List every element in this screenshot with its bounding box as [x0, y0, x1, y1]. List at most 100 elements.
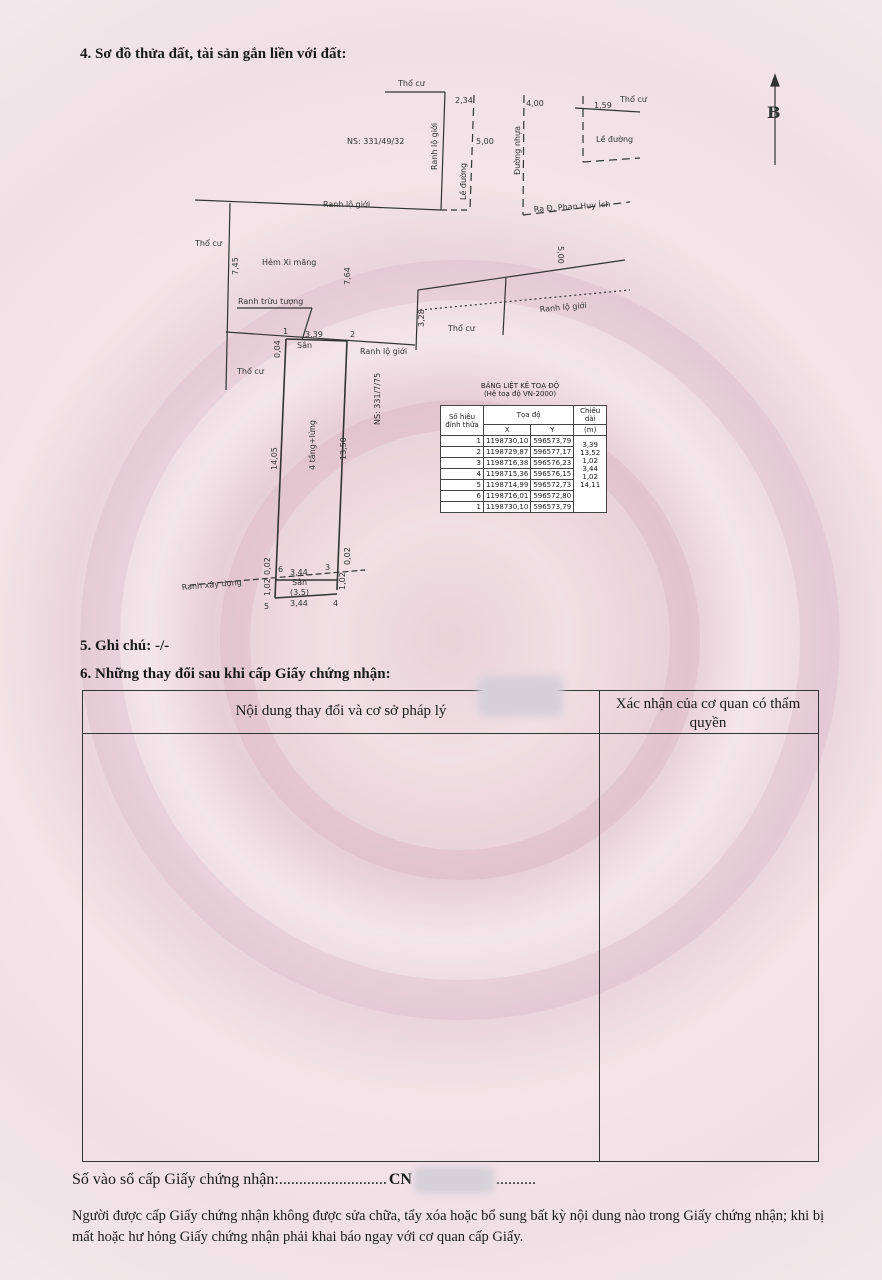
dim: 5,00 — [556, 246, 565, 264]
coord-table-caption: BẢNG LIỆT KÊ TOẠ ĐỘ (Hệ toạ độ VN-2000) — [440, 382, 600, 398]
point-label: 3 — [325, 563, 330, 572]
land-plot-diagram: B Thổ cư Thổ cư Thổ cư Thổ cư Thổ cư NS:… — [181, 73, 781, 611]
coord-table-title: BẢNG LIỆT KÊ TOẠ ĐỘ — [480, 382, 560, 390]
changes-col-confirmation: Xác nhận của cơ quan có thẩm quyền — [615, 696, 801, 731]
point-label: 1 — [283, 327, 288, 336]
redacted-area — [478, 676, 563, 716]
dim: 0,02 — [343, 547, 352, 565]
section-5-title: 5. Ghi chú: -/- — [80, 638, 170, 654]
label-tho-cu: Thổ cư — [236, 366, 265, 376]
dim: 3,28 — [417, 309, 426, 327]
cell-y: 596573,79 — [530, 435, 575, 447]
dim: 2,34 — [455, 96, 473, 105]
cell-y: 596577,17 — [530, 446, 575, 458]
dim: 0,04 — [273, 340, 282, 358]
dim: 3,39 — [305, 330, 323, 339]
section-4-title: 4. Sơ đồ thửa đất, tài sản gắn liền với … — [80, 46, 347, 62]
dim: 3,44 — [290, 568, 308, 577]
cell-length: 1,02 — [582, 457, 598, 465]
dim: 7,45 — [231, 257, 240, 275]
cell-y: 596572,80 — [530, 490, 575, 502]
cell-x: 1198714,99 — [482, 479, 532, 491]
registration-line: Số vào sổ cấp Giấy chứng nhận:..........… — [72, 1166, 536, 1194]
point-label: 4 — [333, 599, 338, 608]
cell-y: 596576,23 — [530, 457, 575, 469]
cell-p: 5 — [440, 479, 484, 491]
label-san-area: (3.5) — [290, 588, 309, 597]
label-tho-cu: Thổ cư — [397, 78, 426, 88]
cell-y: 596572,73 — [530, 479, 575, 491]
cell-p: 4 — [440, 468, 484, 480]
label-ns-1: NS: 331/49/32 — [347, 137, 404, 146]
point-label: 6 — [278, 565, 283, 574]
dots: .......... — [495, 1171, 536, 1188]
header-coord: Tọa độ — [482, 405, 575, 425]
label-san: Sân — [292, 578, 307, 587]
cell-p: 6 — [440, 490, 484, 502]
label-ranh-xay-dung: Ranh xây dựng — [181, 578, 242, 593]
point-label: 5 — [264, 602, 269, 611]
coord-table-subtitle: (Hệ toạ độ VN-2000) — [483, 390, 557, 398]
label-ranh-lo-gioi: Ranh lộ giới — [360, 346, 407, 356]
section-6-title: 6. Những thay đổi sau khi cấp Giấy chứng… — [80, 666, 391, 682]
cell-length: 1,02 — [582, 473, 598, 481]
label-hem: Hẻm Xi măng — [262, 257, 316, 267]
label-san: Sân — [297, 341, 312, 350]
changes-table: Nội dung thay đổi và cơ sở pháp lý Xác n… — [82, 690, 819, 1162]
cell-x: 1198715,36 — [482, 468, 532, 480]
label-le-duong: Lề đường — [596, 134, 633, 144]
label-ns-2: NS: 331/7/75 — [373, 373, 382, 425]
cell-p: 1 — [440, 501, 484, 513]
registration-label: Số vào sổ cấp Giấy chứng nhận: — [72, 1171, 279, 1188]
registration-prefix: CN — [388, 1171, 412, 1188]
label-ranh-lo-gioi: Ranh lộ giới — [429, 123, 439, 170]
cell-p: 2 — [440, 446, 484, 458]
label-duong-nhua: Đường nhựa — [512, 126, 523, 175]
cell-x: 1198730,10 — [482, 435, 532, 447]
dim: 1,02 — [263, 578, 272, 596]
cell-x: 1198729,87 — [482, 446, 532, 458]
cell-length: 14,11 — [580, 481, 601, 489]
point-label: 2 — [350, 330, 355, 339]
label-ra-duong: Ra Đ. Phan Huy Ích — [533, 198, 610, 214]
label-le-duong: Lề đường — [458, 163, 468, 200]
dim: 7,64 — [343, 267, 352, 285]
label-building: 4 tầng+lửng — [307, 420, 317, 470]
dim: 5,00 — [476, 137, 494, 146]
redacted-number — [413, 1167, 494, 1194]
cell-x: 1198716,38 — [482, 457, 532, 469]
dim: 4,00 — [526, 99, 544, 108]
label-tho-cu: Thổ cư — [619, 94, 648, 104]
label-ranh-lo-gioi: Ranh lộ giới — [539, 300, 587, 314]
cell-y: 596576,15 — [530, 468, 575, 480]
dim: 3,44 — [290, 599, 308, 608]
label-tho-cu: Thổ cư — [194, 238, 223, 248]
cell-p: 3 — [440, 457, 484, 469]
cell-length: 3,39 — [582, 441, 598, 449]
cell-x: 1198730,10 — [482, 501, 532, 513]
dim: 1,59 — [594, 101, 612, 110]
header-unit: (m) — [573, 424, 608, 436]
dim: 0,02 — [263, 557, 272, 575]
cell-p: 1 — [440, 435, 484, 447]
cell-length: 3,44 — [582, 465, 598, 473]
north-label: B — [767, 103, 781, 122]
header-y: Y — [530, 424, 575, 436]
label-ranh-truu-tuong: Ranh trừu tượng — [238, 297, 303, 306]
cell-y: 596573,79 — [530, 501, 575, 513]
cell-length: 13,52 — [580, 449, 601, 457]
cell-x: 1198716,01 — [482, 490, 532, 502]
dim: 13,50 — [339, 437, 348, 460]
label-ranh-lo-gioi: Ranh lộ giới — [323, 199, 370, 209]
label-tho-cu: Thổ cư — [447, 323, 476, 333]
header-length: Chiều dài — [573, 405, 608, 425]
header-point: Số hiệu đỉnh thửa — [440, 405, 484, 436]
dots: ........................... — [278, 1171, 387, 1188]
header-x: X — [482, 424, 532, 436]
